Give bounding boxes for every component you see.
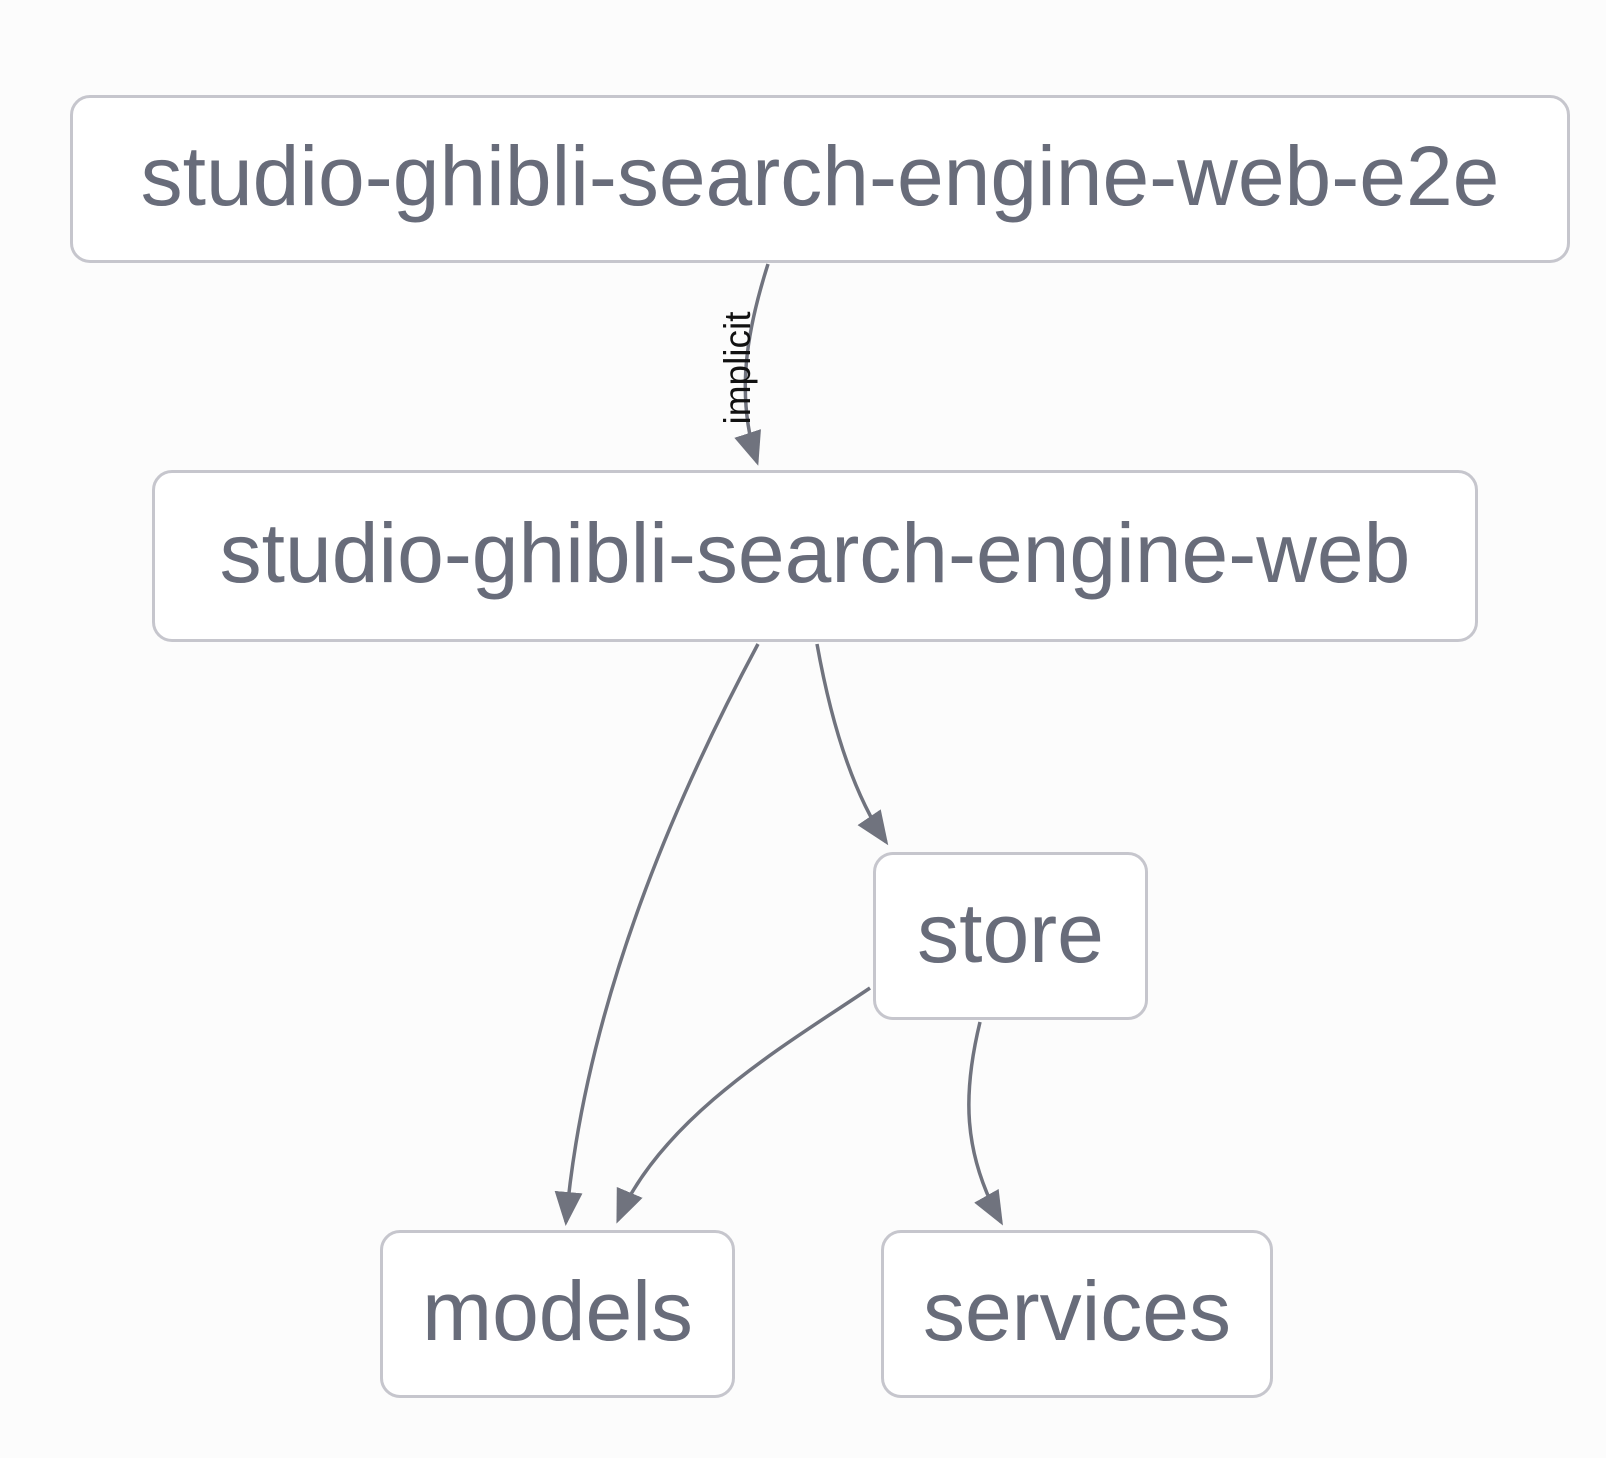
node-models[interactable]: models	[380, 1230, 735, 1398]
node-studio-ghibli-search-engine-web[interactable]: studio-ghibli-search-engine-web	[152, 470, 1478, 642]
edge-web-to-store	[815, 643, 889, 846]
edge-store-to-models	[616, 986, 871, 1224]
edge-store-to-services	[967, 1021, 1003, 1226]
node-label-services: services	[922, 1264, 1232, 1358]
edge-e2e-to-web-implicit	[734, 263, 770, 466]
node-studio-ghibli-search-engine-web-e2e[interactable]: studio-ghibli-search-engine-web-e2e	[70, 95, 1570, 263]
node-label-e2e: studio-ghibli-search-engine-web-e2e	[140, 129, 1500, 223]
edge-label-implicit: implicit	[717, 311, 758, 425]
edge-web-to-models	[554, 643, 760, 1226]
node-label-models: models	[422, 1264, 693, 1358]
node-services[interactable]: services	[881, 1230, 1273, 1398]
node-label-store: store	[917, 886, 1104, 980]
node-label-web: studio-ghibli-search-engine-web	[219, 506, 1411, 600]
node-store[interactable]: store	[873, 852, 1148, 1020]
